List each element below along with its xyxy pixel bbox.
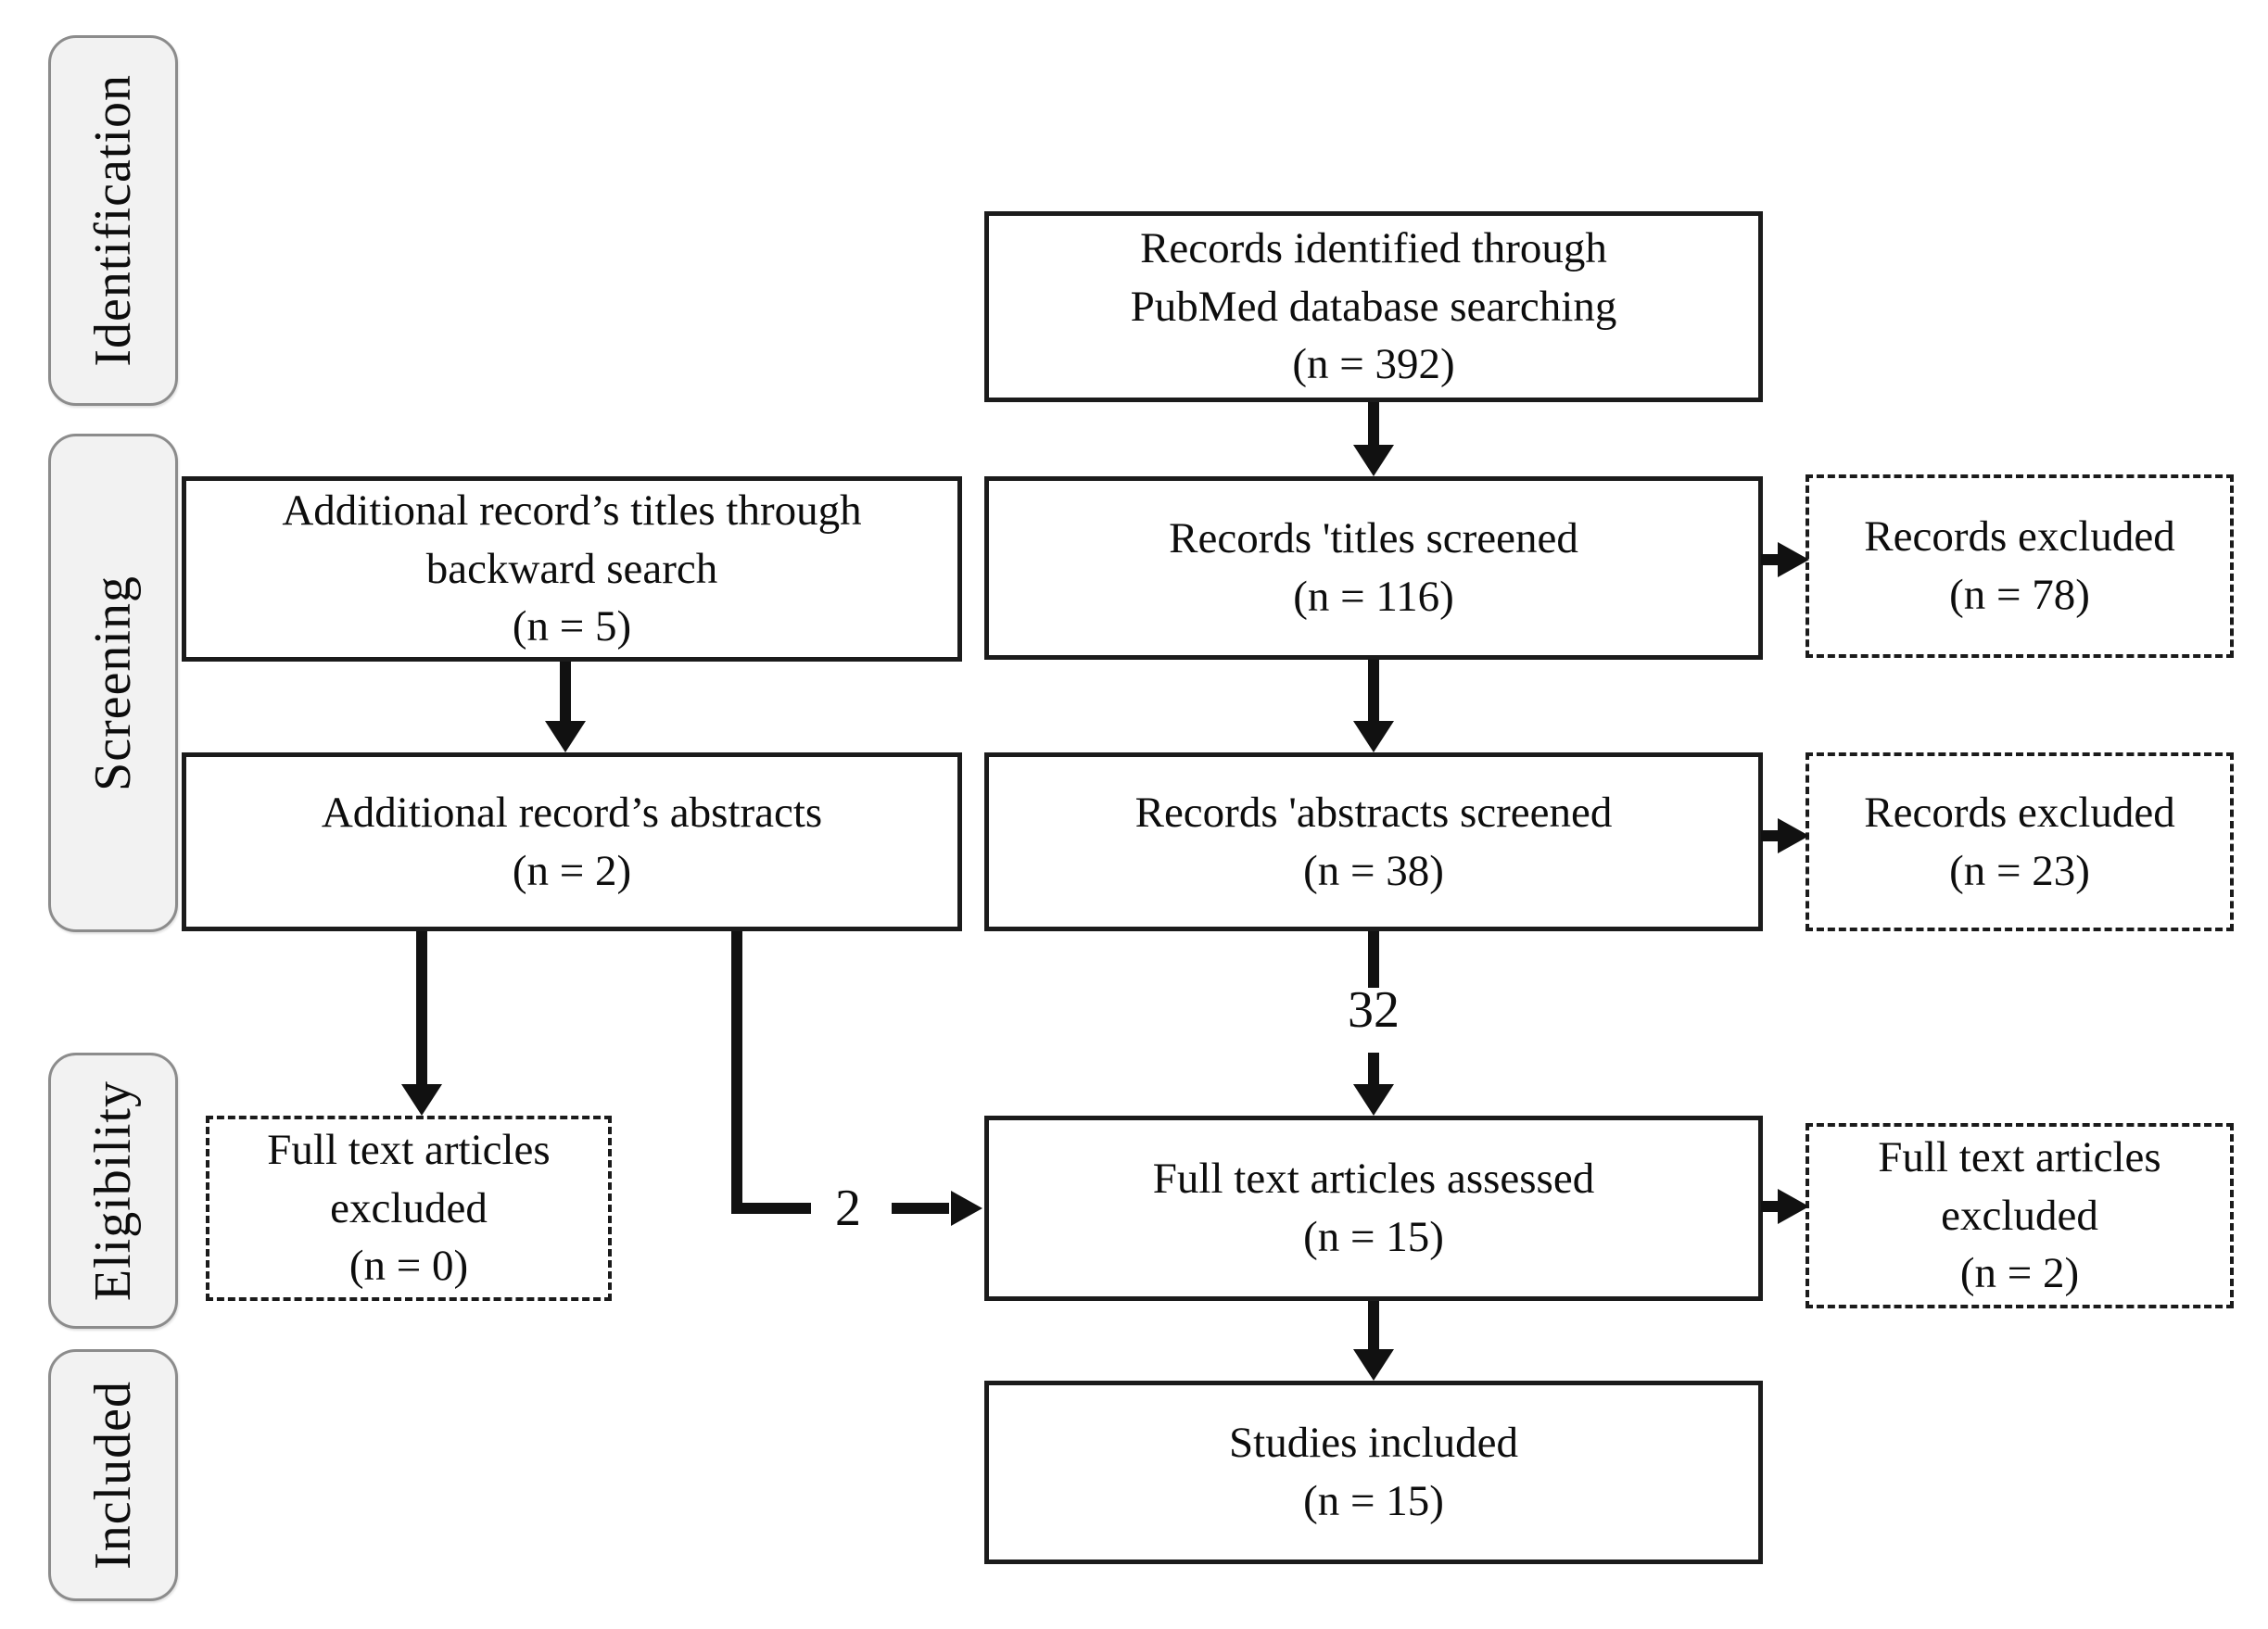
- box-additional-titles: Additional record’s titles through backw…: [182, 476, 962, 662]
- arrow-identified-to-titles-head: [1353, 445, 1394, 476]
- arrow-fulltext-to-included-shaft: [1368, 1301, 1379, 1351]
- box-fulltext-assessed: Full text articles assessed (n = 15): [984, 1116, 1763, 1301]
- box-fulltext-excluded: Full text articles excluded (n = 2): [1806, 1123, 2234, 1308]
- box-abstracts-screened: Records 'abstracts screened (n = 38): [984, 752, 1763, 931]
- arrow-fulltext-to-included-head: [1353, 1349, 1394, 1381]
- elbow-addabstracts-to-fulltext-horizontal: [731, 1203, 811, 1214]
- arrow-addabstracts-to-excluded0-head: [401, 1084, 442, 1116]
- arrow-addtitles-to-addabstracts-shaft: [560, 662, 571, 723]
- stage-screening-label: Screening: [84, 575, 142, 791]
- arrow-abstracts-to-fulltext-shaft-upper: [1368, 931, 1379, 988]
- arrow-titles-to-excluded78-head: [1778, 542, 1809, 577]
- stage-included: Included: [48, 1349, 178, 1601]
- arrow-titles-to-abstracts-shaft: [1368, 660, 1379, 723]
- arrow-addtitles-to-addabstracts-head: [545, 721, 586, 752]
- arrow-titles-to-abstracts-head: [1353, 721, 1394, 752]
- edge-label-2: 2: [835, 1180, 861, 1237]
- edge-label-32: 32: [1348, 981, 1400, 1039]
- stage-identification: Identification: [48, 35, 178, 406]
- arrow-abstracts-to-fulltext-shaft-lower: [1368, 1053, 1379, 1086]
- elbow-addabstracts-to-fulltext-vertical: [731, 931, 742, 1214]
- arrow-abstracts-to-fulltext-head: [1353, 1084, 1394, 1116]
- arrow-2-to-fulltext-head: [951, 1191, 982, 1226]
- stage-screening: Screening: [48, 434, 178, 932]
- arrow-addabstracts-to-excluded0-shaft: [416, 931, 427, 1086]
- stage-eligibility-label: Eligibility: [84, 1080, 142, 1302]
- box-records-excluded-abstracts: Records excluded (n = 23): [1806, 752, 2234, 931]
- box-titles-screened: Records 'titles screened (n = 116): [984, 476, 1763, 660]
- box-fulltext-excluded-backward: Full text articles excluded (n = 0): [206, 1116, 612, 1301]
- arrow-fulltext-to-excluded2-head: [1778, 1189, 1809, 1224]
- stage-included-label: Included: [84, 1381, 142, 1570]
- box-records-excluded-titles: Records excluded (n = 78): [1806, 474, 2234, 658]
- box-studies-included: Studies included (n = 15): [984, 1381, 1763, 1564]
- stage-identification-label: Identification: [84, 74, 142, 367]
- stage-eligibility: Eligibility: [48, 1053, 178, 1329]
- arrow-2-to-fulltext-shaft: [892, 1203, 949, 1214]
- arrow-identified-to-titles-shaft: [1368, 402, 1379, 450]
- arrow-abstracts-to-excluded23-head: [1778, 818, 1809, 853]
- box-records-identified: Records identified through PubMed databa…: [984, 211, 1763, 402]
- box-additional-abstracts: Additional record’s abstracts (n = 2): [182, 752, 962, 931]
